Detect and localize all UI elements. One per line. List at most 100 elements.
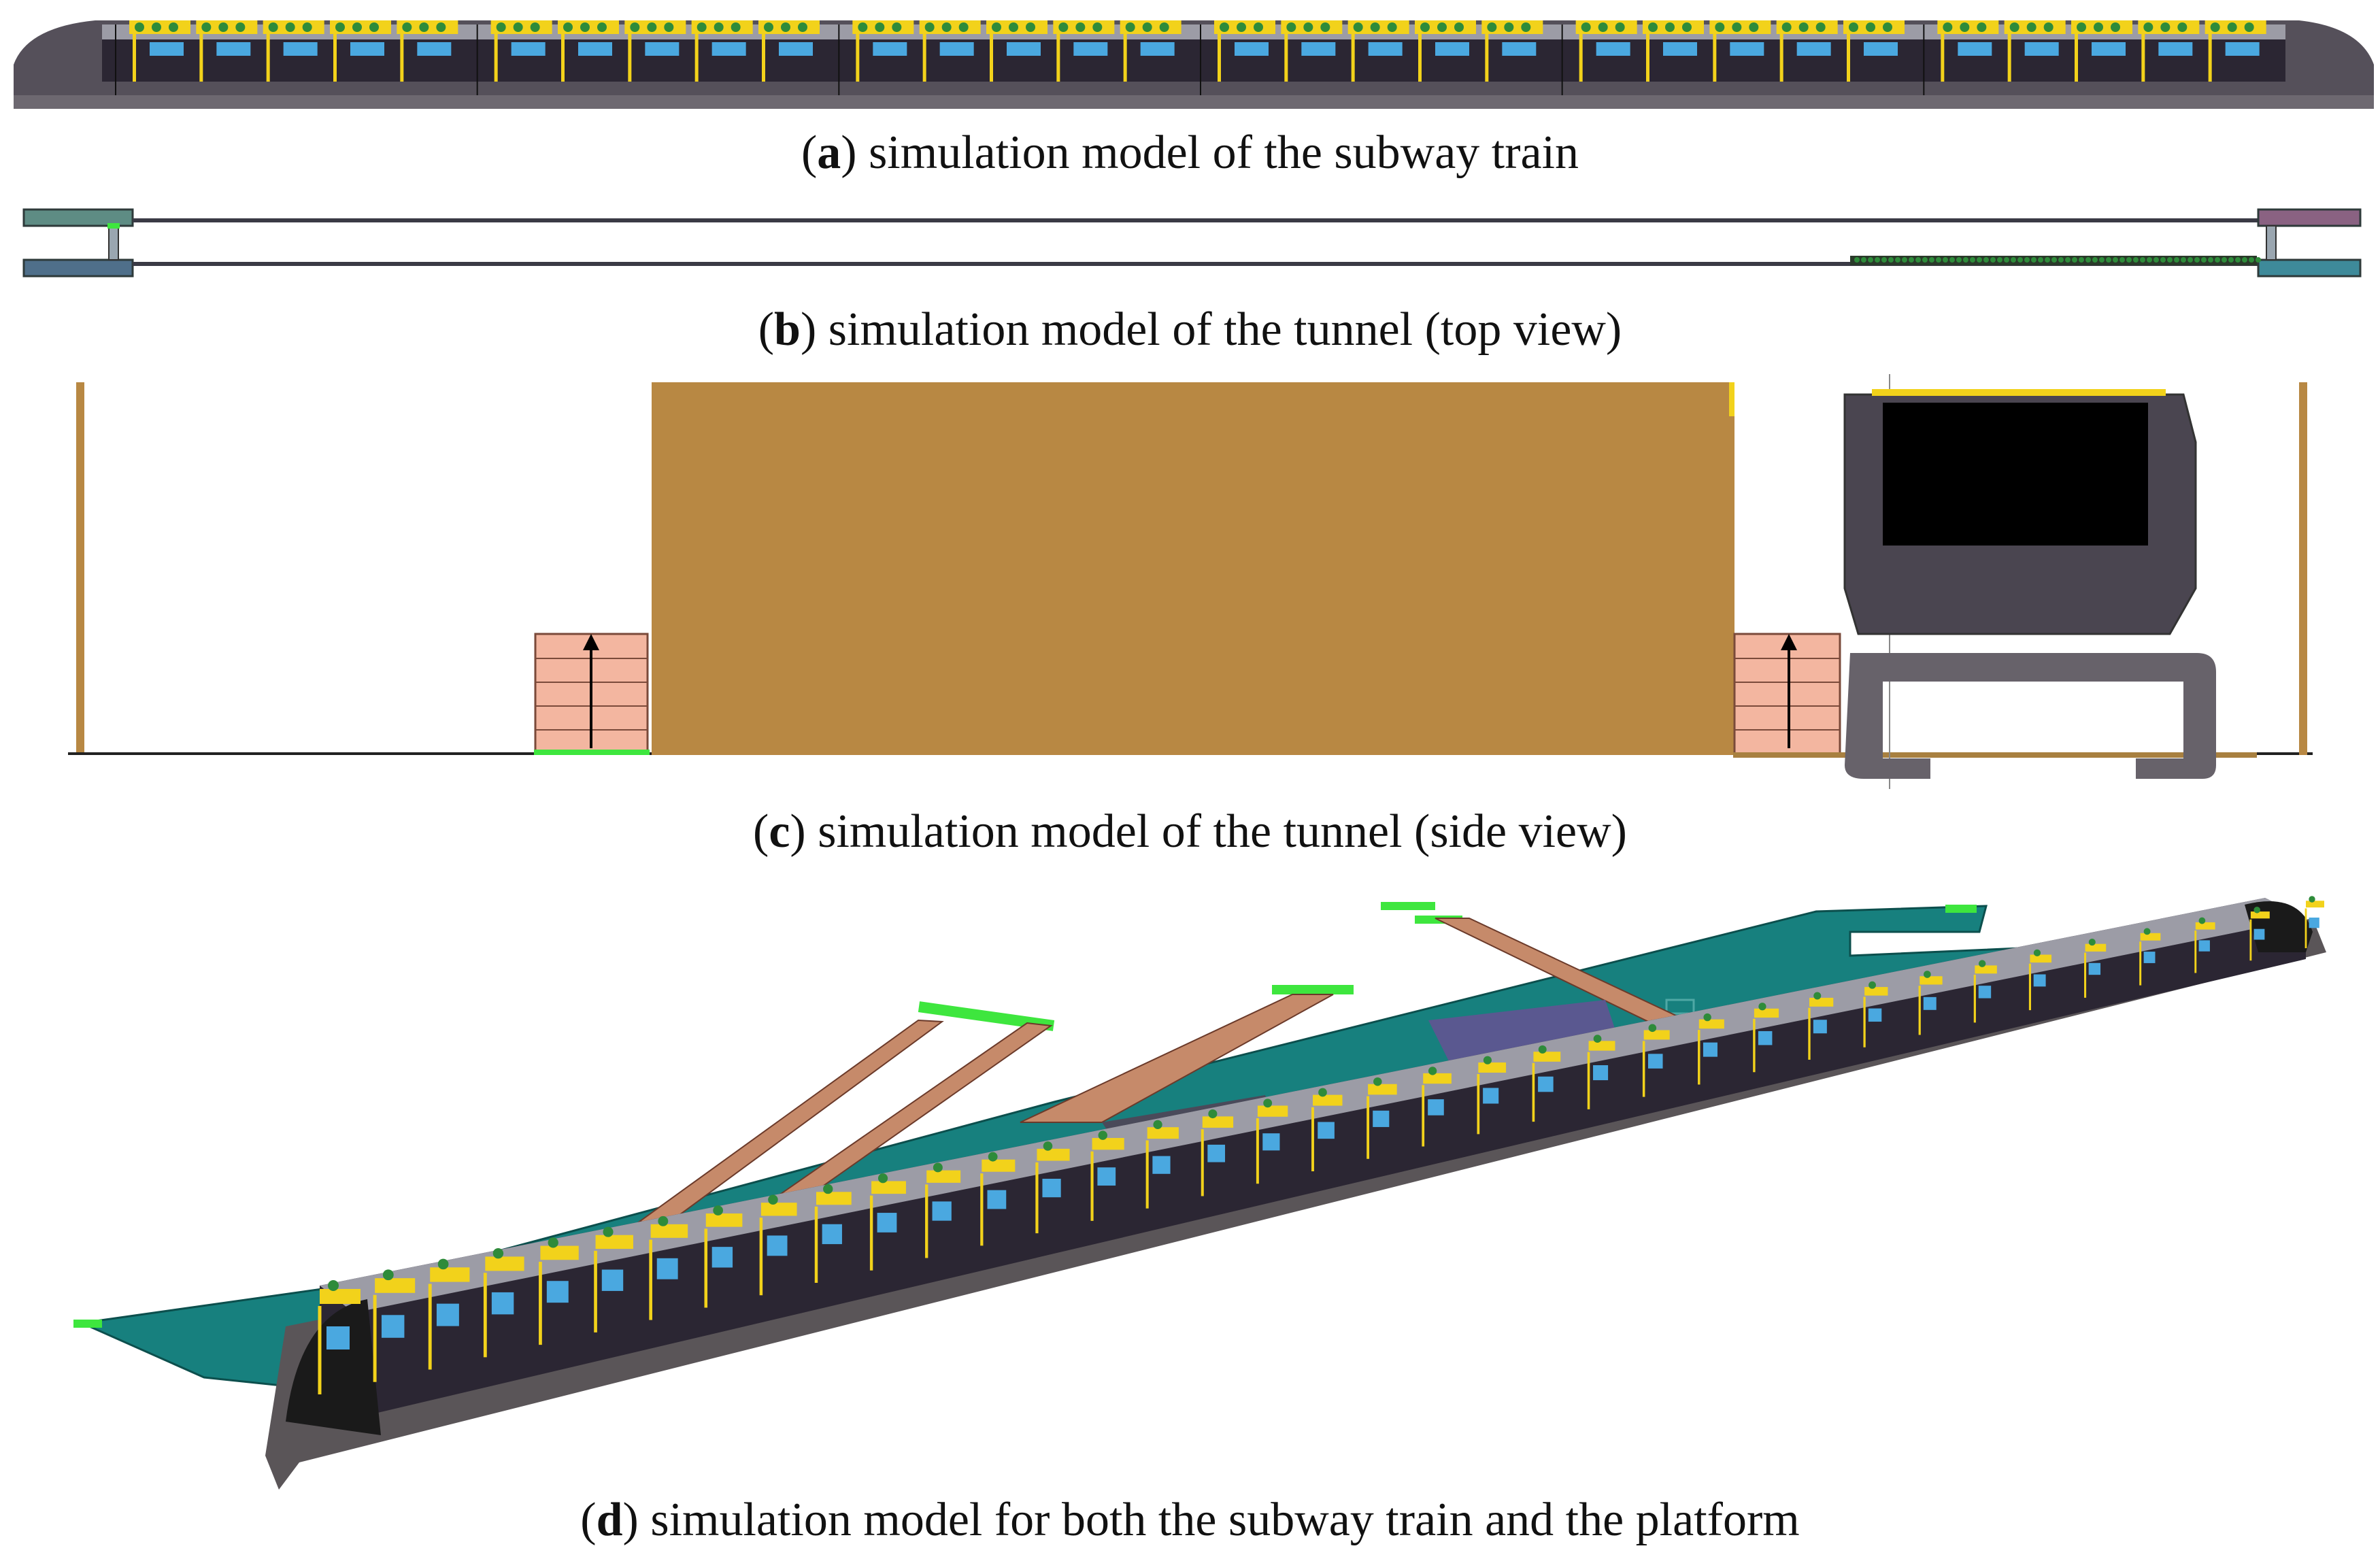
train-window [2198, 940, 2210, 952]
passenger-dot [1732, 22, 1742, 32]
passenger-dot [2235, 257, 2241, 263]
passenger-dot [2147, 257, 2152, 263]
passenger-dot [1915, 257, 1921, 263]
passenger-dot [2177, 22, 2188, 32]
passenger-dot [1428, 1067, 1437, 1075]
door-post [333, 33, 337, 82]
passenger-dot [1749, 22, 1759, 32]
passenger-dot [2017, 257, 2023, 263]
passenger-dot [597, 22, 607, 32]
door-post [1418, 33, 1422, 82]
passenger-dot [1303, 22, 1313, 32]
door-post [266, 33, 270, 82]
passenger-dot [1960, 22, 1970, 32]
passenger-dot [1648, 1024, 1657, 1033]
passenger-dot [1387, 22, 1397, 32]
passenger-dot [933, 1162, 943, 1173]
door-indicator [816, 1192, 852, 1205]
passenger-dot [1977, 257, 1982, 263]
train-window [601, 1269, 624, 1291]
door-post [1713, 33, 1717, 82]
door-indicator [1313, 1094, 1343, 1106]
passenger-dot [2094, 22, 2103, 32]
passenger-dot [1888, 257, 1894, 263]
passenger-dot [152, 22, 161, 32]
passenger-dot [1924, 971, 1931, 978]
door-post [1847, 33, 1850, 82]
passenger-dot [2058, 257, 2064, 263]
door-indicator [926, 1170, 961, 1183]
train-window [2033, 974, 2046, 987]
passenger-dot [2031, 257, 2037, 263]
tunnel-yellow-edge [1729, 382, 1734, 416]
passenger-dot [1875, 257, 1880, 263]
passenger-dot [335, 22, 345, 32]
passenger-dot [1598, 22, 1608, 32]
passenger-dot [1868, 981, 1876, 989]
passenger-dot [1318, 1088, 1327, 1097]
door-indicator [2140, 933, 2161, 941]
passenger-dot [1487, 22, 1497, 32]
stairs-right [1733, 633, 1841, 755]
passenger-dot [1881, 257, 1887, 263]
passenger-dot [2045, 257, 2050, 263]
passenger-dot [530, 22, 540, 32]
passenger-dot [218, 22, 229, 32]
passenger-dot [1420, 22, 1430, 32]
passenger-dot [1703, 1013, 1711, 1022]
passenger-dot [875, 22, 885, 32]
train-window [150, 42, 184, 56]
door-indicator [760, 1203, 797, 1216]
train-window [436, 1303, 459, 1326]
passenger-dot [647, 22, 657, 32]
door-indicator [2195, 922, 2215, 930]
door-indicator [650, 1224, 688, 1238]
door-post [1123, 33, 1127, 82]
passenger-dot [877, 1173, 888, 1184]
train-body [102, 39, 2285, 82]
caption-d-text: simulation model for both the subway tra… [650, 1494, 1800, 1546]
train-window [822, 1224, 842, 1245]
train-window [1235, 42, 1269, 56]
train-window [350, 42, 384, 56]
train-window [326, 1326, 350, 1350]
train-window [283, 42, 318, 56]
tunnel-top-right-upper-block [2257, 208, 2362, 227]
platform-exit-top-right [1945, 905, 1977, 913]
door-indicator [2306, 901, 2324, 908]
passenger-dot [135, 22, 144, 32]
train-window [1140, 42, 1175, 56]
passenger-dot [1956, 257, 1962, 263]
passenger-dot [2140, 257, 2145, 263]
passenger-dot [941, 22, 952, 32]
train-window [1596, 42, 1630, 56]
passenger-dot [1142, 22, 1152, 32]
passenger-dot [1237, 22, 1246, 32]
train-window [1318, 1122, 1335, 1139]
passenger-dot [1866, 22, 1875, 32]
train-window [1152, 1156, 1171, 1174]
passenger-dot [1254, 22, 1263, 32]
door-indicator [1920, 976, 1943, 985]
passenger-dot [352, 22, 362, 32]
door-post [1779, 33, 1783, 82]
door-post [694, 33, 699, 82]
passenger-dot [2026, 22, 2037, 32]
passenger-dot [1868, 257, 1873, 263]
passenger-dot [713, 1205, 723, 1216]
door-post [990, 33, 993, 82]
passenger-dot [664, 22, 674, 32]
passenger-dot [1593, 1035, 1602, 1043]
passenger-dot [1159, 22, 1169, 32]
passenger-dot [1098, 1130, 1107, 1140]
passenger-dot [268, 22, 278, 32]
train-window [1301, 42, 1336, 56]
passenger-dot [2143, 928, 2151, 935]
train-window [216, 42, 251, 56]
train-window [1703, 1042, 1717, 1057]
tunnel-right-wall [2299, 382, 2307, 755]
passenger-dot [513, 22, 523, 32]
passenger-dot [2201, 257, 2207, 263]
door-post [1351, 33, 1355, 82]
passenger-dot [2038, 257, 2043, 263]
